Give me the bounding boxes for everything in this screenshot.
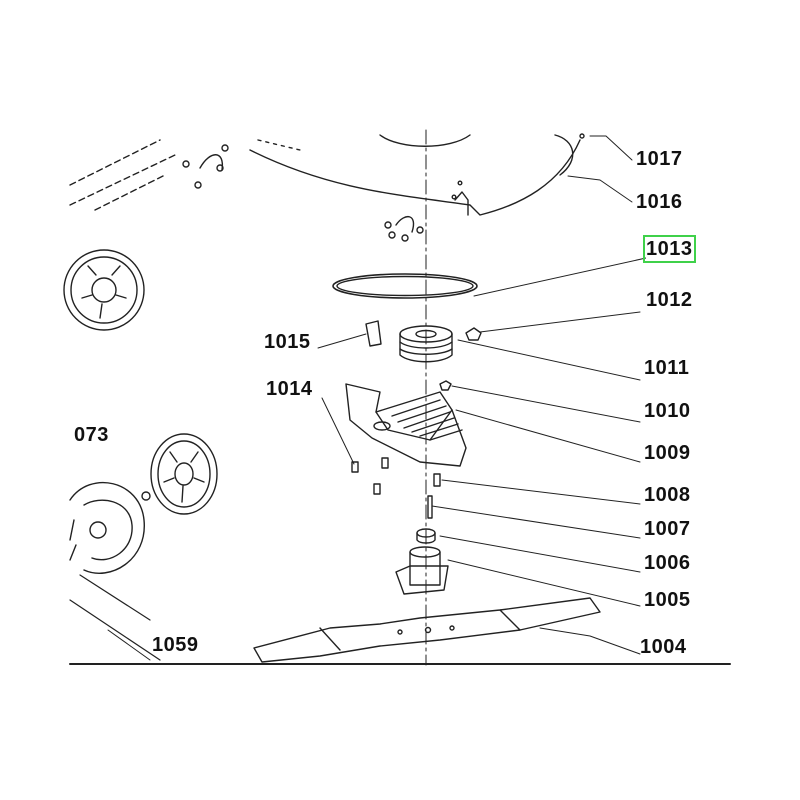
part-label-1017[interactable]: 1017 xyxy=(636,148,683,170)
part-label-1004[interactable]: 1004 xyxy=(640,636,687,658)
part-label-1009[interactable]: 1009 xyxy=(644,442,691,464)
front-wheel-part xyxy=(141,433,218,515)
part-label-1012[interactable]: 1012 xyxy=(646,289,693,311)
part-label-1059[interactable]: 1059 xyxy=(152,634,199,656)
part-label-1010[interactable]: 1010 xyxy=(644,400,691,422)
blade-adapter-part xyxy=(395,546,449,595)
pin-1007-part xyxy=(427,495,433,519)
pulley-part xyxy=(399,325,453,363)
deck-housing xyxy=(249,133,585,216)
part-label-073[interactable]: 073 xyxy=(74,424,109,446)
leader-lines xyxy=(107,135,647,661)
screws-1014-part xyxy=(351,457,389,495)
key-part xyxy=(365,320,382,347)
washer-1006-part xyxy=(416,528,436,544)
part-label-1013-highlighted[interactable]: 1013 xyxy=(643,235,696,263)
nut-1012-part xyxy=(465,327,482,341)
rear-wheel-part xyxy=(63,249,145,331)
part-label-1011[interactable]: 1011 xyxy=(644,357,690,379)
part-label-1015[interactable]: 1015 xyxy=(264,331,311,353)
handle-frame xyxy=(69,139,176,211)
part-label-1007[interactable]: 1007 xyxy=(644,518,691,540)
mower-blade-part xyxy=(253,597,601,663)
blade-guard-part xyxy=(345,383,467,467)
part-label-1014[interactable]: 1014 xyxy=(266,378,313,400)
part-label-1008[interactable]: 1008 xyxy=(644,484,691,506)
handle-tube xyxy=(69,574,161,661)
nut-1010-part xyxy=(439,380,452,391)
tyre-part xyxy=(69,481,145,574)
part-label-1016[interactable]: 1016 xyxy=(636,191,683,213)
part-label-1005[interactable]: 1005 xyxy=(644,589,691,611)
part-label-1006[interactable]: 1006 xyxy=(644,552,691,574)
drive-belt-part xyxy=(332,273,478,299)
bolt-1008-part xyxy=(433,473,441,487)
deck-bolts xyxy=(182,144,424,242)
